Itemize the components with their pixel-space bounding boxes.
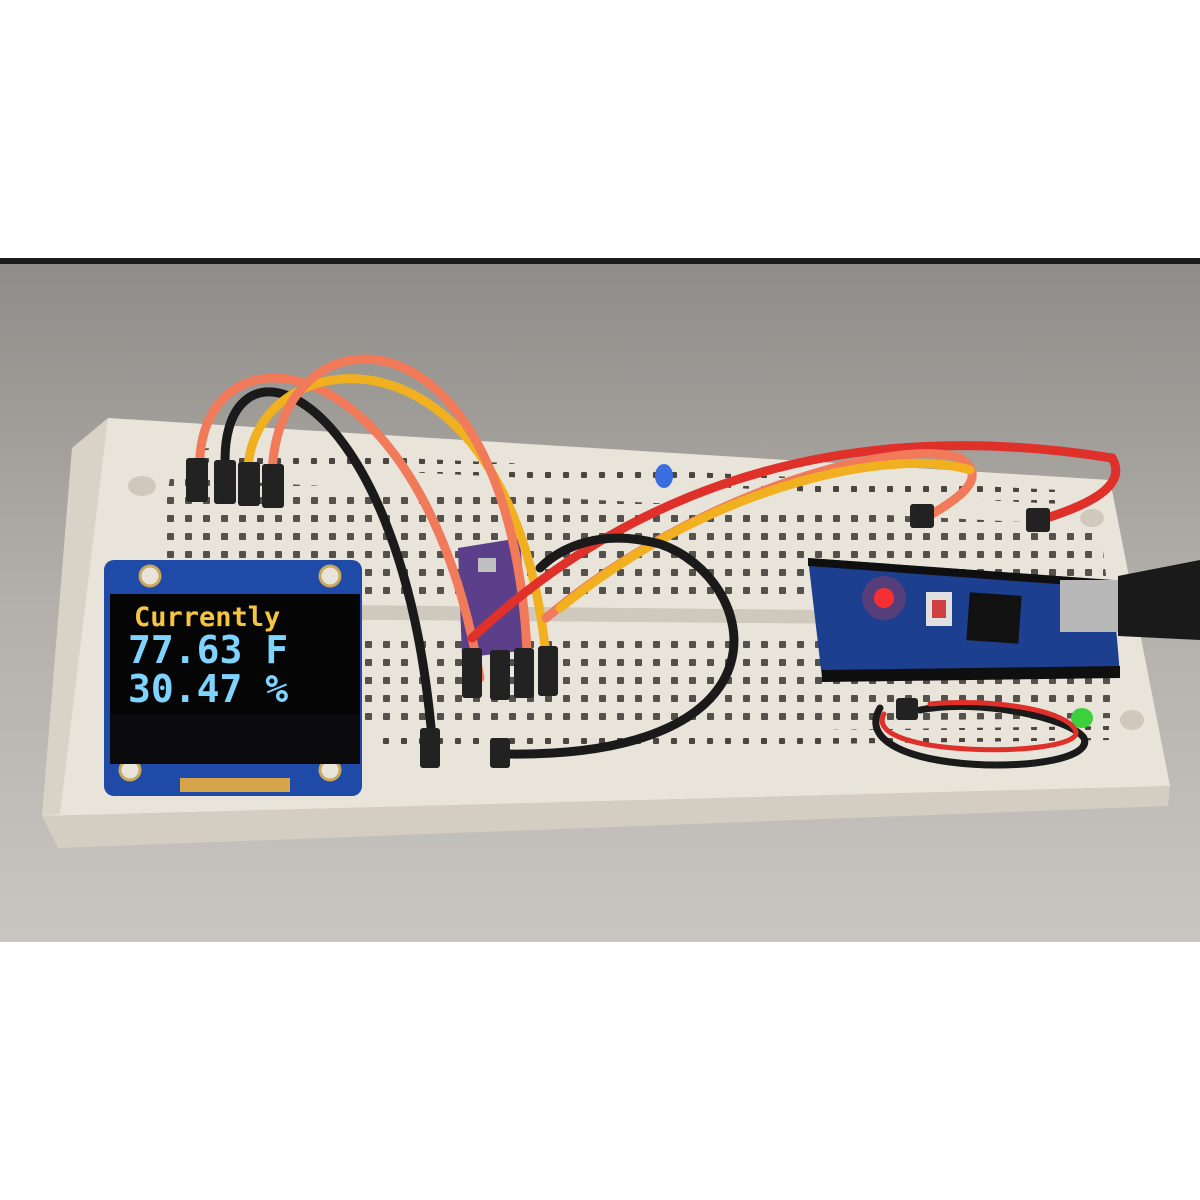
oled-line-temperature: 77.63 F: [128, 628, 288, 672]
arduino-nano: [808, 558, 1200, 682]
blue-led: [655, 464, 673, 488]
wire-pins: [186, 458, 1050, 768]
oled-screen: [110, 594, 360, 714]
jumper-wires: [195, 354, 1121, 769]
photo-top-border: [0, 258, 1200, 264]
oled-line-humidity: 30.47 %: [128, 667, 288, 711]
sensor-module: [458, 538, 528, 658]
power-led: [874, 588, 894, 608]
oled-line-currently: Currently: [134, 602, 280, 633]
oled-module: Currently 77.63 F 30.47 %: [104, 560, 362, 796]
green-led: [1071, 708, 1093, 728]
breadboard-photo: Currently 77.63 F 30.47 %: [0, 258, 1200, 942]
